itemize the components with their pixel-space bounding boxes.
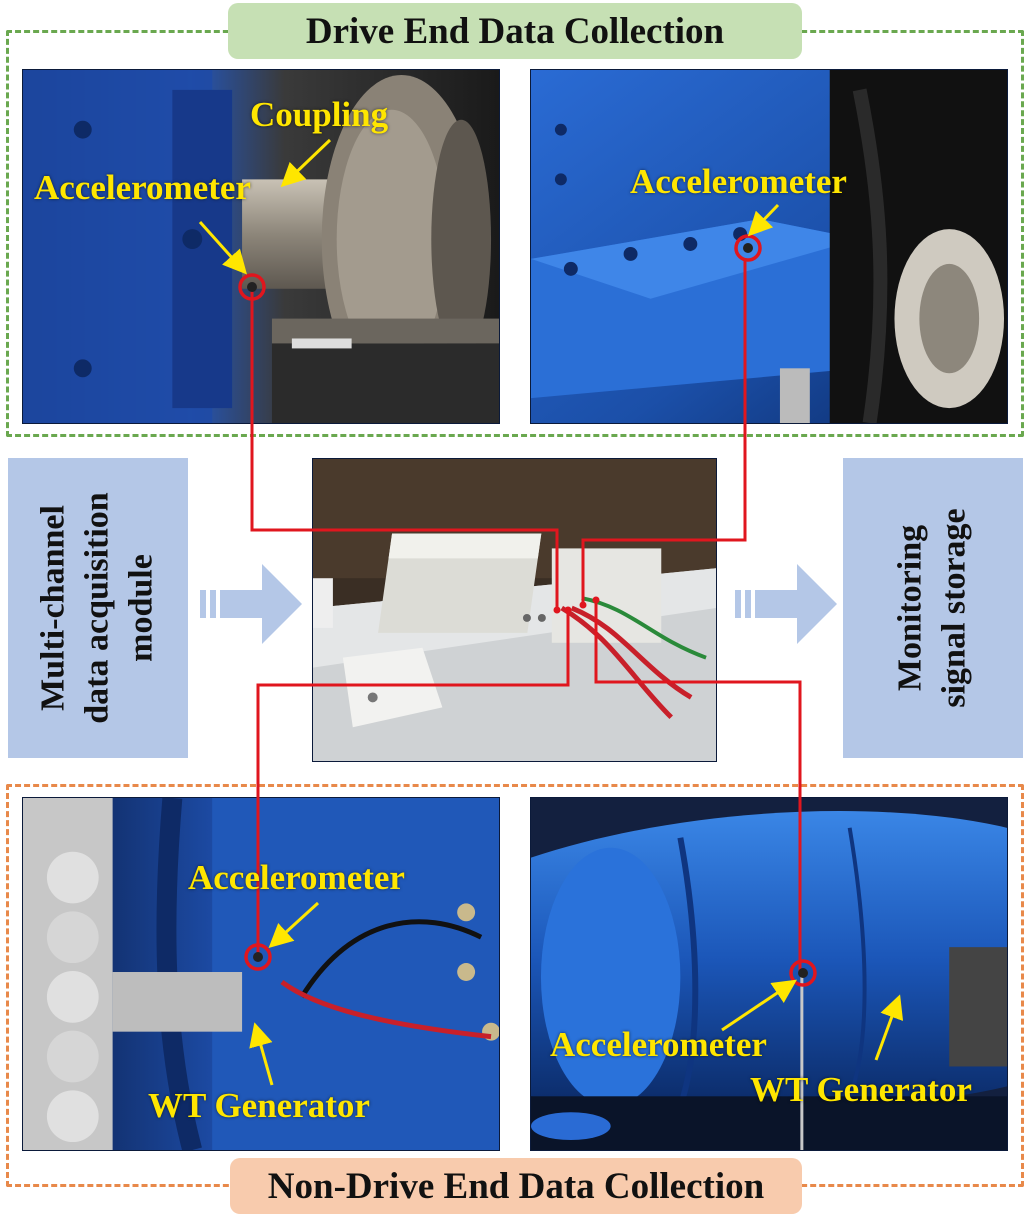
acquisition-module-label: Multi-channel data acquisition module [32,492,164,723]
drive-end-title: Drive End Data Collection [228,3,802,59]
flow-arrow-left-icon [200,564,302,644]
signal-storage-label: Monitoring signal storage [889,508,977,707]
coupling-label: Coupling [250,95,389,134]
gearbox-photo-illustration [531,70,1007,423]
accelerometer-label-gearbox: Accelerometer [630,162,847,201]
storage-line-1: Monitoring [892,524,929,692]
acquisition-module-box: Multi-channel data acquisition module [8,458,188,758]
acquisition-unit-photo [312,458,717,762]
wt-generator-label-left: WT Generator [148,1086,370,1125]
signal-storage-box: Monitoring signal storage [843,458,1023,758]
wt-generator-label-right: WT Generator [750,1070,972,1109]
flow-arrow-right-icon [735,564,837,644]
drive-end-gearbox-photo [530,69,1008,424]
accelerometer-label-generator-right: Accelerometer [550,1025,767,1064]
acquisition-line-3: module [123,554,161,662]
acquisition-unit-illustration [313,459,716,761]
storage-line-2: signal storage [936,508,973,708]
accelerometer-label-coupling: Accelerometer [34,168,251,207]
accelerometer-label-generator-left: Accelerometer [188,858,405,897]
acquisition-line-1: Multi-channel [35,505,73,711]
acquisition-line-2: data acquisition [79,492,117,724]
non-drive-end-title: Non-Drive End Data Collection [230,1158,802,1214]
